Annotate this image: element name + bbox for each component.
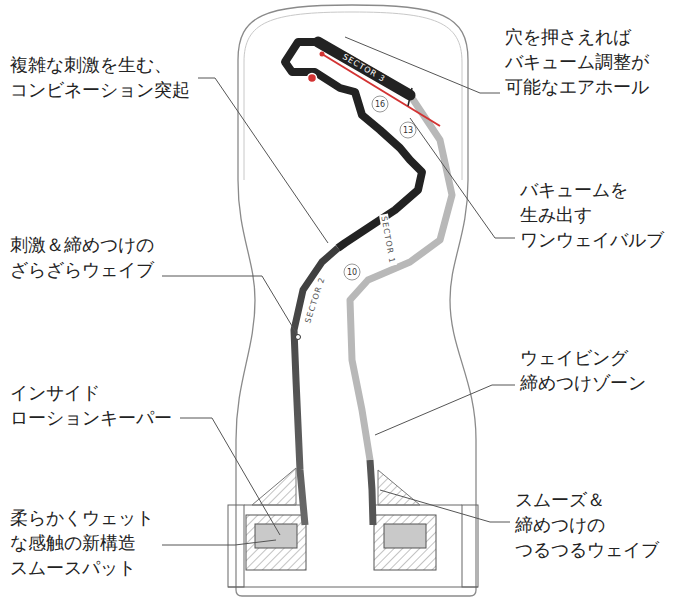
right-wall-lower <box>370 460 373 525</box>
sector-band <box>318 42 410 95</box>
leader-line <box>180 418 280 535</box>
red-dot <box>320 52 325 57</box>
callout-text: スムーズ＆ 締めつけの つるつるウェイブ <box>515 487 659 562</box>
left-wall <box>294 248 338 525</box>
leader-line <box>375 385 515 435</box>
callout-text: インサイド ローションキーパー <box>10 380 172 430</box>
callout-text: バキュームを 生み出す ワンウェイバルブ <box>520 177 664 252</box>
air-hole <box>308 74 317 83</box>
callout-number: 13 <box>403 126 413 135</box>
smooth-pad <box>384 524 426 548</box>
leader-line <box>162 540 276 545</box>
tick-mark <box>408 88 412 106</box>
sector-label: SECTOR 1 <box>379 214 397 267</box>
leader-line <box>198 78 328 243</box>
callout-text: ウェイビング 締めつけゾーン <box>520 345 646 395</box>
cap-flange <box>228 505 244 587</box>
callout-text: 柔らかくウェット な感触の新構造 スムースパット <box>10 505 154 580</box>
leader-dot <box>296 335 301 340</box>
number-circle <box>400 122 416 138</box>
leader-line <box>380 490 510 522</box>
number-circle <box>372 96 388 112</box>
callout-text: 複雑な刺激を生む、 コンビネーション突起 <box>10 52 190 102</box>
cap-base-line <box>228 587 478 588</box>
leader-line <box>162 276 298 336</box>
number-circle <box>344 264 360 280</box>
callout-number: 16 <box>375 100 385 109</box>
callout-number: 10 <box>347 268 357 277</box>
hatched-block <box>374 515 436 570</box>
hatched-wedge <box>252 468 296 505</box>
leader-line <box>410 118 515 238</box>
callout-text: 刺激＆締めつけの ざらざらウェイブ <box>10 232 154 282</box>
callout-text: 穴を押さえれば バキューム調整が 可能なエアホール <box>505 24 649 99</box>
red-line <box>322 54 440 126</box>
